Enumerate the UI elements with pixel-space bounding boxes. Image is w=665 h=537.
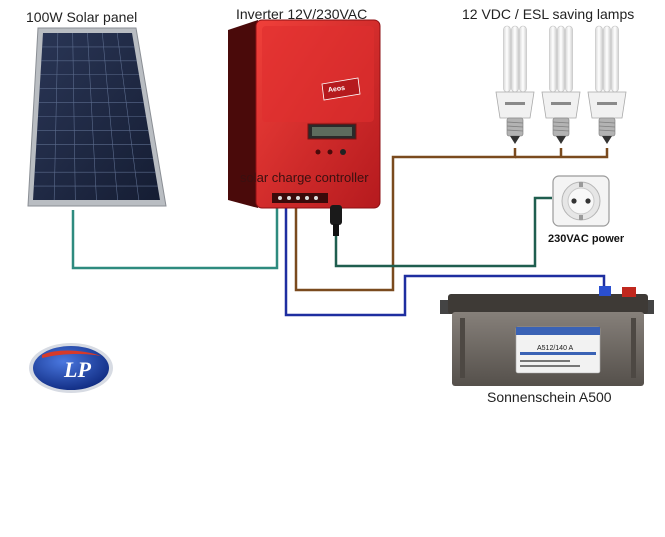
esl-lamp: [541, 25, 581, 144]
wire-inverter-to-outlet: [334, 196, 552, 268]
inverter-button: [315, 149, 321, 155]
esl-lamps: [495, 25, 627, 144]
power-outlet: [552, 175, 610, 227]
wire-lamps-bus: [515, 148, 609, 159]
wires: [71, 148, 609, 317]
solar-panel-label: 100W Solar panel: [26, 9, 138, 25]
logo-text: LP: [64, 357, 91, 382]
inverter-cable-gland: [330, 205, 342, 225]
inverter-button: [327, 149, 333, 155]
lamps-label: 12 VDC / ESL saving lamps: [462, 6, 635, 22]
wire-battery-to-controller: [284, 205, 606, 317]
battery-model-label: A512/140 A: [537, 345, 574, 352]
inverter-button: [340, 149, 346, 155]
solar-panel-cells: [33, 32, 158, 201]
lp-logo: [29, 343, 113, 393]
battery-name-label: Sonnenschein A500: [487, 389, 612, 405]
inverter-label: Inverter 12V/230VAC: [236, 6, 368, 22]
solar-panel: [27, 27, 167, 207]
battery: [440, 286, 654, 386]
wire-lamps-to-controller: [294, 148, 517, 292]
battery-terminal-negative: [599, 286, 611, 296]
outlet-label: 230VAC power: [548, 233, 625, 245]
charge-controller-label: solar charge controller: [240, 170, 369, 185]
wire-panel-to-controller: [71, 205, 279, 270]
esl-lamp: [587, 25, 627, 144]
esl-lamp: [495, 25, 535, 144]
battery-terminal-positive: [622, 287, 636, 297]
inverter: [228, 19, 381, 236]
